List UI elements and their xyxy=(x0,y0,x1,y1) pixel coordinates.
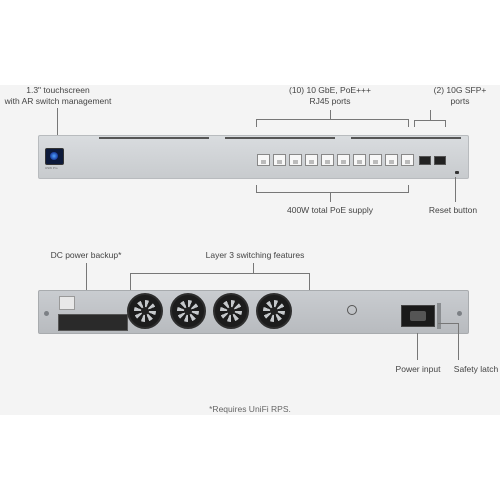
screen-logo-icon xyxy=(50,152,58,160)
sfp-bracket-right xyxy=(445,120,446,127)
dc-power-connector xyxy=(58,314,128,331)
sfp-label-line1: (2) 10G SFP+ xyxy=(433,85,487,95)
touchscreen-label-line2: with AR switch management xyxy=(4,96,112,106)
poe-bracket-left xyxy=(256,185,257,193)
ac-power-inlet xyxy=(401,305,435,327)
touchscreen-leader xyxy=(57,108,58,135)
fan xyxy=(213,293,249,329)
ports-label-line2: RJ45 ports xyxy=(309,96,351,106)
rj45-port-5 xyxy=(321,154,334,166)
rj45-port-9 xyxy=(385,154,398,166)
rj45-port-7 xyxy=(353,154,366,166)
rj45-port-2 xyxy=(273,154,286,166)
vent-slot xyxy=(99,137,209,139)
sfp-port-2 xyxy=(434,156,446,165)
reset-leader xyxy=(455,177,456,202)
safety-latch[interactable] xyxy=(437,303,441,329)
vent-slot xyxy=(351,137,461,139)
screw xyxy=(457,311,462,316)
layer3-bracket-mid xyxy=(253,263,254,273)
reset-button[interactable] xyxy=(455,171,459,174)
ports-bracket-mid xyxy=(330,110,331,119)
layer3-bracket-top xyxy=(130,273,310,274)
poe-bracket-right xyxy=(408,185,409,193)
ports-bracket-top xyxy=(256,119,409,120)
sfp-bracket-mid xyxy=(430,110,431,120)
sfp-label-line2: ports xyxy=(450,96,470,106)
rj45-port-1 xyxy=(257,154,270,166)
poe-supply-label: 400W total PoE supply xyxy=(287,205,373,215)
ports-label: (10) 10 GbE, PoE+++ RJ45 ports xyxy=(275,85,385,107)
reset-label: Reset button xyxy=(428,205,478,215)
safety-latch-leader-h xyxy=(438,323,459,324)
sfp-label: (2) 10G SFP+ ports xyxy=(425,85,495,107)
screw xyxy=(44,311,49,316)
switch-back-view xyxy=(38,290,469,334)
ports-bracket-left xyxy=(256,119,257,127)
ubiquiti-logo-icon xyxy=(347,305,357,315)
rj45-port-6 xyxy=(337,154,350,166)
ports-label-line1: (10) 10 GbE, PoE+++ xyxy=(289,85,371,95)
layer3-bracket-left xyxy=(130,273,131,290)
rj45-port-3 xyxy=(289,154,302,166)
layer3-bracket-right xyxy=(309,273,310,290)
sfp-port-1 xyxy=(419,156,431,165)
switch-front-view: USW Pro xyxy=(38,135,469,179)
dc-backup-label: DC power backup* xyxy=(50,250,122,260)
sfp-bracket-left xyxy=(414,120,415,127)
model-text: USW Pro xyxy=(45,166,58,170)
power-input-leader xyxy=(417,333,418,360)
footnote: *Requires UniFi RPS. xyxy=(209,404,291,414)
touchscreen-label-line1: 1.3" touchscreen xyxy=(26,85,90,95)
label-sticker xyxy=(59,296,75,310)
fan xyxy=(170,293,206,329)
power-input-label: Power input xyxy=(395,364,441,374)
sfp-bracket-top xyxy=(414,120,446,121)
safety-latch-leader-v xyxy=(458,323,459,360)
touchscreen-label: 1.3" touchscreen with AR switch manageme… xyxy=(0,85,116,107)
safety-latch-label: Safety latch xyxy=(453,364,499,374)
vent-slot xyxy=(225,137,335,139)
poe-bracket-mid xyxy=(330,192,331,202)
dc-backup-leader xyxy=(86,263,87,290)
poe-bracket-bottom xyxy=(256,192,409,193)
rj45-port-10 xyxy=(401,154,414,166)
layer3-label: Layer 3 switching features xyxy=(205,250,305,260)
rj45-port-4 xyxy=(305,154,318,166)
ports-bracket-right xyxy=(408,119,409,127)
fan xyxy=(256,293,292,329)
fan xyxy=(127,293,163,329)
rj45-port-8 xyxy=(369,154,382,166)
touchscreen-display[interactable] xyxy=(45,148,64,165)
